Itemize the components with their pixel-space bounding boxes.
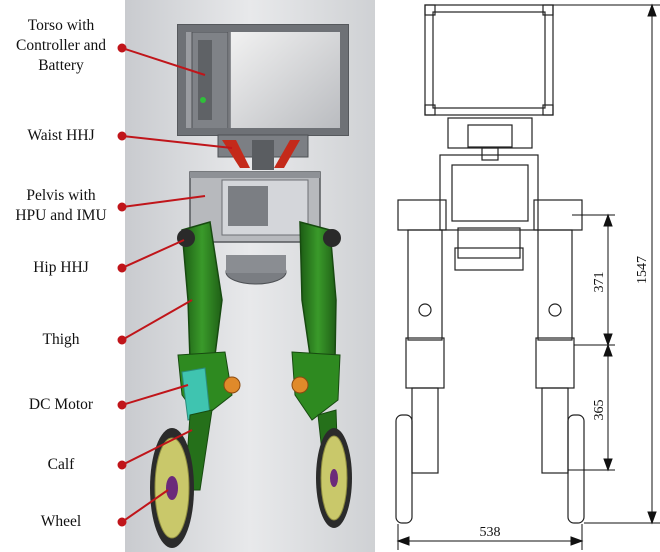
leader-lines (117, 43, 233, 527)
left-wheel (150, 428, 194, 548)
pelvis (189, 171, 321, 285)
technical-drawing (395, 4, 585, 524)
label-wheel: Wheel (40, 513, 82, 530)
dim-total-height: 1547 (635, 256, 650, 284)
label-torso: Torso with Controller and Battery (2, 16, 120, 76)
label-pelvis: Pelvis with HPU and IMU (2, 186, 120, 226)
label-motor: DC Motor (28, 396, 94, 413)
dim-thigh-length: 371 (592, 272, 607, 293)
label-thigh: Thigh (42, 331, 80, 348)
label-pelvis-line1: Pelvis with (26, 187, 96, 204)
label-torso-line2: Controller and (16, 37, 106, 54)
dim-width: 538 (480, 525, 501, 540)
label-calf: Calf (47, 456, 75, 473)
label-pelvis-line2: HPU and IMU (15, 207, 107, 224)
torso (177, 24, 349, 136)
label-torso-line3: Battery (38, 57, 84, 74)
render-panel (117, 0, 375, 552)
right-wheel (316, 428, 352, 528)
label-torso-line1: Torso with (27, 17, 95, 34)
label-hip: Hip HHJ (33, 259, 89, 276)
dim-calf-length: 365 (592, 400, 607, 421)
label-waist: Waist HHJ (27, 127, 95, 144)
left-leg (177, 221, 241, 491)
dimension-lines (396, 3, 660, 550)
